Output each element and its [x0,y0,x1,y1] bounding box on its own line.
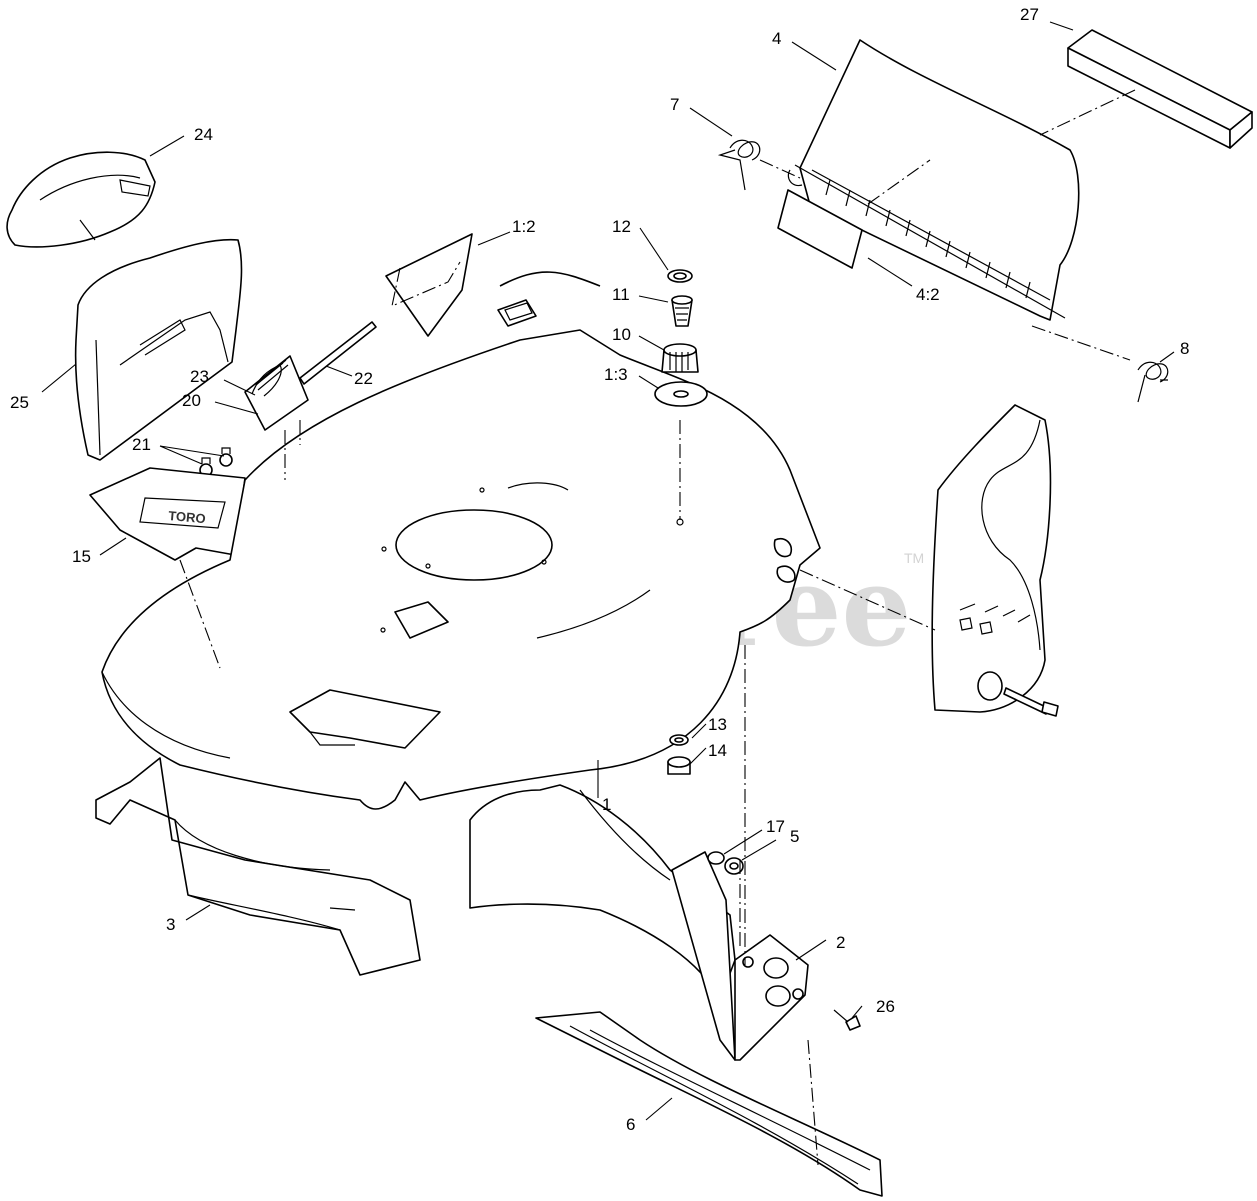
callout-1: 1 [602,795,611,814]
callout-15: 15 [72,547,91,566]
callout-25: 25 [10,393,29,412]
callout-7: 7 [670,95,679,114]
bolt-right [1003,687,1059,717]
part-14-nut [667,756,691,775]
callout-labels: 27 4 7 24 1:2 12 4:2 8 11 10 1:3 23 22 2… [10,5,1189,1134]
callout-24: 24 [194,125,213,144]
callout-4-2: 4:2 [916,285,940,304]
part-27-bar [1067,29,1253,149]
callout-13: 13 [708,715,727,734]
part-3-baffle [95,757,421,976]
side-plate [931,404,1052,713]
callout-8: 8 [1180,339,1189,358]
callout-1-3: 1:3 [604,365,628,384]
callout-4: 4 [772,29,781,48]
callout-5: 5 [790,827,799,846]
callout-17: 17 [766,817,785,836]
part-1-2-flap [385,233,473,337]
part-1-3-washer [654,381,708,407]
part-7-spring [717,139,761,191]
part-23-latch [244,355,309,431]
callout-3: 3 [166,915,175,934]
part-11-bolt [671,295,693,327]
callout-1-2: 1:2 [512,217,536,236]
leader-lines [41,21,1175,1121]
part-8-spring [1137,361,1169,403]
callout-27: 27 [1020,5,1039,24]
part-25-shield [74,238,243,461]
callout-12: 12 [612,217,631,236]
part-13-washer [669,734,689,746]
callout-2: 2 [836,933,845,952]
callout-11: 11 [612,285,630,304]
part-6-skirt [535,1011,883,1197]
callout-23: 23 [190,367,209,386]
part-2-chute [469,784,809,1061]
callout-26: 26 [876,997,895,1016]
part-10-knob [661,343,699,373]
part-21-screws [199,447,233,477]
callout-22: 22 [354,369,373,388]
callout-14: 14 [708,741,727,760]
part-15-decal: TORO [89,467,246,561]
decal-logo: TORO [168,508,206,526]
part-1-deck [101,271,821,810]
part-17-nut [707,851,725,865]
callout-21: 21 [132,435,151,454]
callout-20: 20 [182,391,201,410]
watermark-trademark: TM [904,550,924,566]
callout-10: 10 [612,325,631,344]
part-5-spacer [724,857,744,875]
part-4-bag [777,39,1080,321]
part-24-cover [6,151,156,248]
part-12-washer [667,269,693,283]
part-22-rod [299,321,377,385]
callout-6: 6 [626,1115,635,1134]
